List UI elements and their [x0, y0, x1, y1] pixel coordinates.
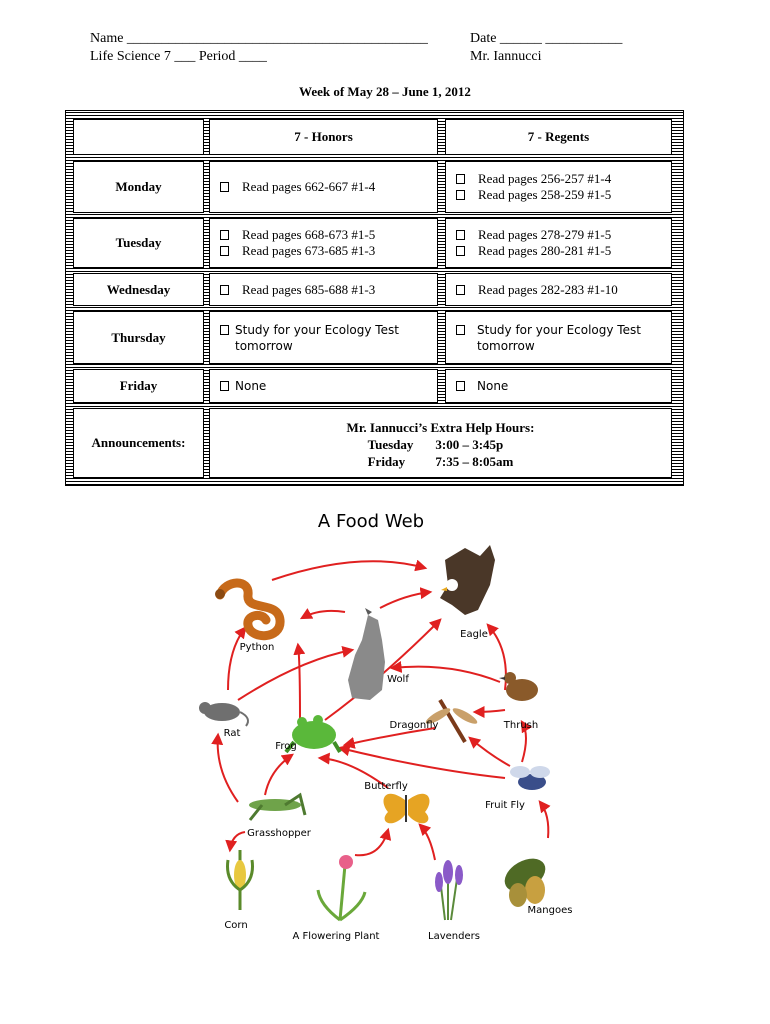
arrow-corn-grasshopper	[230, 832, 245, 850]
arrow-wolf-eagle	[380, 592, 430, 608]
arrow-fruitfly-dragonfly	[470, 738, 510, 766]
arrow-grasshopper-frog	[265, 755, 292, 795]
fruit-fly-image	[510, 766, 550, 790]
python-image	[215, 583, 280, 636]
label-fruit-fly: Fruit Fly	[485, 800, 525, 811]
label-grasshopper: Grasshopper	[247, 828, 312, 839]
grasshopper-image	[249, 795, 305, 820]
butterfly-image	[383, 794, 429, 824]
label-flowering-plant: A Flowering Plant	[293, 931, 380, 942]
corn-image	[228, 850, 253, 910]
label-thrush: Thrush	[503, 720, 538, 731]
label-mangoes: Mangoes	[528, 905, 573, 916]
arrow-lavender-butterfly	[420, 825, 435, 860]
arrow-grasshopper-rat	[218, 735, 238, 802]
arrow-python-eagle	[272, 561, 425, 580]
eagle-image	[440, 545, 495, 615]
arrow-wolf-python	[302, 611, 345, 618]
arrow-rat-wolf	[238, 650, 352, 700]
label-rat: Rat	[224, 728, 241, 739]
mangoes-image	[499, 852, 551, 907]
rat-image	[199, 702, 248, 726]
arrow-rat-python	[228, 628, 245, 690]
arrow-mango-fruitfly	[540, 802, 548, 838]
wolf-image	[348, 608, 385, 700]
arrow-frog-python	[298, 645, 300, 718]
label-dragonfly: Dragonfly	[390, 720, 439, 731]
lavenders-image	[435, 860, 463, 920]
label-eagle: Eagle	[460, 629, 488, 640]
label-lavenders: Lavenders	[428, 931, 480, 942]
label-wolf: Wolf	[387, 674, 409, 685]
arrow-dragonfly-thrush	[475, 710, 505, 712]
food-web-title: A Food Web	[318, 511, 424, 532]
flowering-plant-image	[318, 855, 365, 920]
arrow-plant-butterfly	[355, 830, 388, 855]
label-corn: Corn	[224, 920, 247, 931]
label-frog: Frog	[275, 741, 296, 752]
label-python: Python	[240, 642, 275, 653]
label-butterfly: Butterfly	[364, 781, 408, 792]
